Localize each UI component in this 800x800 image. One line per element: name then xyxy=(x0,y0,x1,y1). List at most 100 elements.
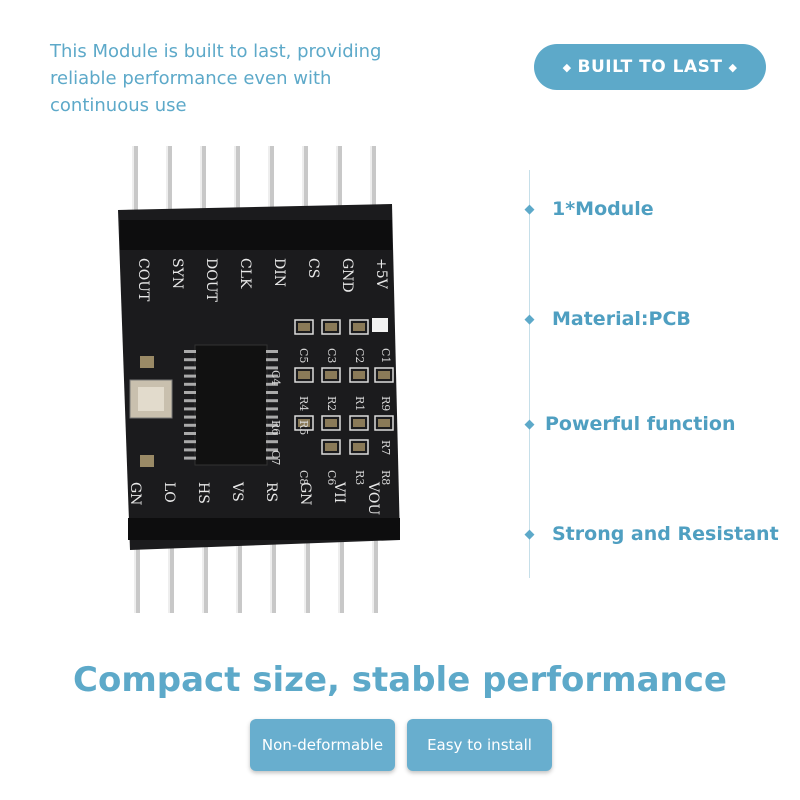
pin-label: COUT xyxy=(135,258,151,302)
component-label: R9 xyxy=(379,396,392,411)
pin-label: CLK xyxy=(237,258,253,289)
feature-label: Powerful function xyxy=(545,413,736,435)
ic-lead xyxy=(266,407,278,411)
smd-component xyxy=(353,323,365,331)
pin-highlight xyxy=(372,535,374,613)
smd-pad-outline xyxy=(349,439,369,455)
built-to-last-badge: ◆ BUILT TO LAST ◆ xyxy=(534,44,766,90)
ic-lead xyxy=(184,440,196,444)
pin-highlight xyxy=(134,535,136,613)
feature-label: 1*Module xyxy=(552,198,654,220)
smd-pad-outline xyxy=(349,415,369,431)
smd-component xyxy=(298,419,310,427)
header-pin xyxy=(200,146,206,226)
ic-chip xyxy=(194,344,268,466)
ic-lead xyxy=(184,358,196,362)
smd-component xyxy=(325,371,337,379)
header-pin xyxy=(268,146,274,226)
pin-highlight xyxy=(304,535,306,613)
smd-pad-outline xyxy=(321,367,341,383)
pin-header xyxy=(128,518,400,540)
ic-lead xyxy=(266,382,278,386)
feature-label: Strong and Resistant xyxy=(552,523,779,545)
pin-highlight xyxy=(168,535,170,613)
header-pin xyxy=(336,146,342,226)
component-label: C6 xyxy=(325,470,338,485)
smd-component xyxy=(325,323,337,331)
pin-highlight xyxy=(200,146,202,226)
pin-highlight xyxy=(370,146,372,226)
smd-component xyxy=(353,443,365,451)
component-label: R6 xyxy=(269,420,282,435)
ic-lead xyxy=(184,382,196,386)
crystal-top xyxy=(138,387,164,411)
pin-label: HS xyxy=(195,482,211,504)
pin-label: GND xyxy=(339,258,355,293)
component-label: C2 xyxy=(353,348,366,363)
pin-highlight xyxy=(270,535,272,613)
smd-pad-outline xyxy=(321,415,341,431)
header-pin xyxy=(168,535,174,613)
component-label: C3 xyxy=(325,348,338,363)
pin-highlight xyxy=(236,535,238,613)
power-led xyxy=(372,318,388,332)
pin-highlight xyxy=(132,146,134,226)
pin-label: RS xyxy=(263,482,279,502)
diamond-icon: ◆ xyxy=(524,201,535,217)
component-label: R4 xyxy=(297,396,310,411)
component-label: C1 xyxy=(379,348,392,363)
pin-label: LO xyxy=(161,482,177,503)
pin-label: SYN xyxy=(169,258,185,289)
ic-lead xyxy=(266,391,278,394)
pin-label: VS xyxy=(229,481,245,502)
pin-highlight xyxy=(336,146,338,226)
smd-component xyxy=(353,371,365,379)
smd-component xyxy=(325,419,337,427)
ic-lead xyxy=(266,423,278,427)
component-label: C4 xyxy=(269,370,282,385)
smd-pad-outline xyxy=(321,319,341,335)
header-pin xyxy=(234,146,240,226)
smd-pad-outline xyxy=(294,319,314,335)
ic-lead xyxy=(184,423,196,427)
pin-highlight xyxy=(268,146,270,226)
ic-lead xyxy=(266,456,278,460)
smd-component xyxy=(325,443,337,451)
ic-lead xyxy=(184,350,196,353)
diamond-icon: ◆ xyxy=(728,60,738,74)
feature-label: Material:PCB xyxy=(552,308,691,330)
ic-lead xyxy=(184,448,196,452)
component-label: R8 xyxy=(379,470,392,485)
smd-component xyxy=(378,371,390,379)
ic-lead xyxy=(266,374,278,378)
feature-item: ◆ Material:PCB xyxy=(523,304,691,334)
smd-component xyxy=(298,371,310,379)
pin-header xyxy=(120,220,392,250)
ic-lead xyxy=(266,350,278,353)
headline: Compact size, stable performance xyxy=(73,660,727,700)
header-pin xyxy=(338,535,344,613)
header-pin xyxy=(270,535,276,613)
pin-label: DOUT xyxy=(203,258,219,303)
feature-divider-line xyxy=(529,170,530,578)
smd-pad-outline xyxy=(349,367,369,383)
component-label: C5 xyxy=(297,348,310,363)
ic-lead xyxy=(266,366,278,370)
ic-lead xyxy=(184,374,196,378)
header-pin xyxy=(304,535,310,613)
smd-pad-outline xyxy=(294,415,314,431)
component-label: R3 xyxy=(353,470,366,485)
button-label: Non-deformable xyxy=(261,736,384,754)
component-label: R1 xyxy=(353,396,366,411)
header-pin xyxy=(236,535,242,613)
smd-component xyxy=(140,356,154,368)
component-label: C7 xyxy=(269,450,282,465)
smd-pad-outline xyxy=(374,367,394,383)
diamond-icon: ◆ xyxy=(524,526,535,542)
header-pin xyxy=(302,146,308,226)
smd-component xyxy=(298,323,310,331)
ic-lead xyxy=(184,407,196,411)
diamond-icon: ◆ xyxy=(562,60,572,74)
header-pin xyxy=(202,535,208,613)
